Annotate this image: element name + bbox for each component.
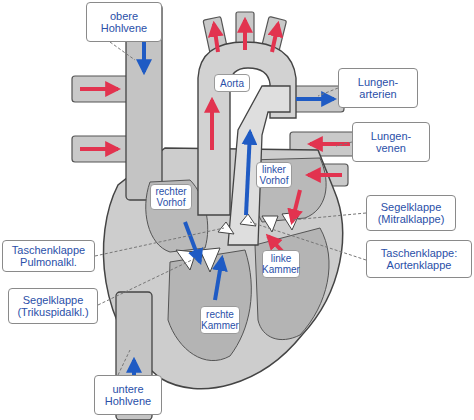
valve-label: Taschenklappe: Aortenklappe bbox=[366, 240, 472, 278]
label-text: Aorta bbox=[220, 78, 244, 89]
label-text: rechter Vorhof bbox=[152, 186, 190, 208]
label-text: linke Kammer bbox=[262, 253, 300, 275]
valve-label: Segelklappe (Trikuspidalkl.) bbox=[8, 288, 98, 324]
vessel-label: untere Hohlvene bbox=[94, 375, 162, 415]
label-text: linker Vorhof bbox=[258, 164, 290, 186]
label-text: Lungen- venen bbox=[355, 130, 427, 154]
label-text: obere Hohlvene bbox=[89, 10, 159, 34]
part-label: linke Kammer bbox=[262, 250, 300, 278]
vessel-label: Lungen- venen bbox=[352, 122, 430, 162]
part-label: rechter Vorhof bbox=[150, 184, 192, 210]
label-text: untere Hohlvene bbox=[97, 383, 159, 407]
red-arrows bbox=[80, 20, 350, 262]
label-text: Taschenklappe: Aortenklappe bbox=[369, 247, 469, 271]
leader-lines bbox=[95, 42, 366, 375]
part-label: rechte Kammer bbox=[200, 306, 240, 334]
part-label: Aorta bbox=[214, 74, 250, 92]
valve-label: Segelklappe (Mitralklappe) bbox=[366, 195, 456, 231]
vessel-label: obere Hohlvene bbox=[86, 2, 162, 42]
valve-label: Taschenklappe Pulmonalkl. bbox=[2, 240, 95, 272]
label-text: Lungen- arterien bbox=[341, 76, 415, 100]
vessel-label: Lungen- arterien bbox=[338, 68, 418, 108]
label-text: rechte Kammer bbox=[201, 309, 239, 331]
label-text: Segelklappe (Mitralklappe) bbox=[369, 201, 453, 225]
blue-arrows bbox=[134, 22, 334, 410]
part-label: linker Vorhof bbox=[256, 162, 292, 188]
label-text: Segelklappe (Trikuspidalkl.) bbox=[11, 294, 95, 318]
label-text: Taschenklappe Pulmonalkl. bbox=[5, 244, 92, 268]
